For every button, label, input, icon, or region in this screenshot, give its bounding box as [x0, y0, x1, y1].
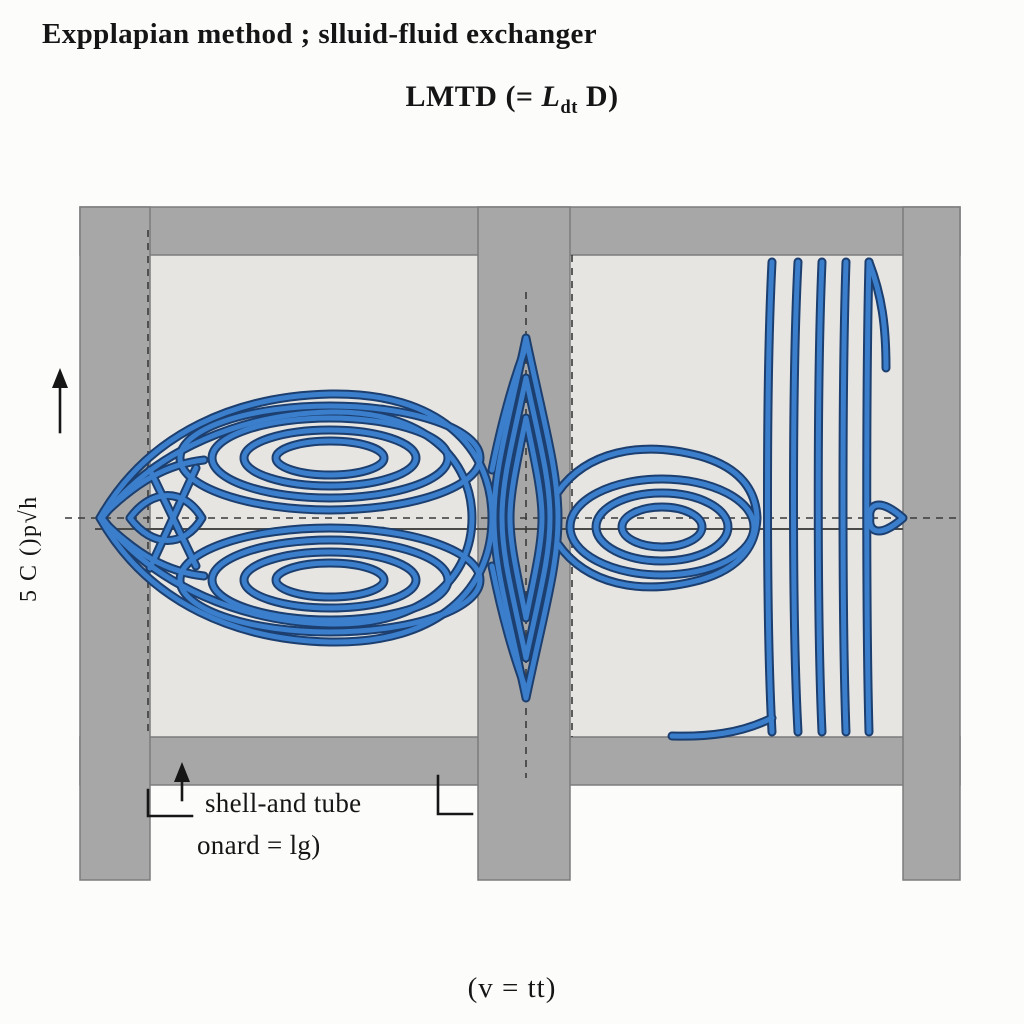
right-baffle — [902, 206, 961, 881]
left-bracket — [146, 788, 194, 818]
subtitle-variable: L — [541, 80, 561, 113]
left-up-arrow-icon — [52, 368, 68, 388]
subtitle-subscript: dt — [560, 97, 578, 118]
right-bracket — [436, 774, 474, 816]
subtitle-prefix: LMTD (= — [405, 80, 542, 113]
subtitle-formula: LMTD (= Ldt D) — [0, 80, 1024, 119]
annotation-marks — [52, 368, 474, 818]
annotation-line2: onard = lg) — [197, 830, 321, 860]
bottom-up-arrow-icon — [174, 762, 190, 782]
bottom-caption: (v = tt) — [467, 972, 557, 1004]
page-title: Expplapian method ; slluid-fluid exchang… — [42, 18, 598, 50]
subtitle-suffix: D) — [577, 80, 619, 113]
annotation-line1: shell-and tube — [205, 788, 362, 818]
